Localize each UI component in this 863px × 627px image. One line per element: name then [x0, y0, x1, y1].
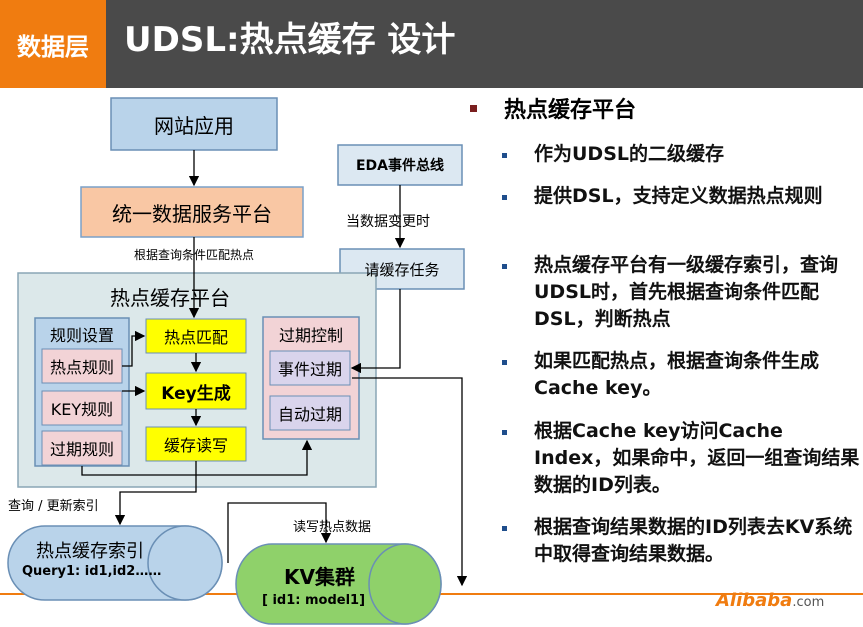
eda-bus-box — [337, 144, 463, 186]
expire-control-label: 过期控制 — [278, 326, 343, 345]
hot-match-label: 热点匹配 — [163, 328, 228, 347]
bullet-item-text: 根据Cache key访问Cache Index，如果命中，返回一组查询结果数据… — [534, 420, 860, 496]
kv-cylinder-cap — [368, 543, 442, 625]
hot-cache-index-label: 热点缓存索引 — [36, 541, 144, 562]
event-expire-box — [269, 350, 351, 386]
bullet-item-text: 作为UDSL的二级缓存 — [534, 143, 724, 165]
web-app-label: 网站应用 — [154, 113, 234, 138]
rule-settings-label: 规则设置 — [49, 326, 114, 345]
bullet-square-icon — [502, 430, 507, 435]
alibaba-logo: Alibaba.com — [716, 590, 824, 611]
unified-platform-label: 统一数据服务平台 — [112, 201, 272, 226]
eda-bus-label: EDA事件总线 — [355, 158, 445, 174]
bullet-square-icon — [502, 195, 507, 200]
bullet-square-icon — [502, 264, 507, 269]
data-change-note: 当数据变更时 — [346, 214, 430, 230]
slide-title: UDSL:热点缓存 设计 — [124, 20, 456, 60]
arrow-rw-to-index — [114, 461, 197, 526]
bullet-item: 根据查询结果数据的ID列表去KV系统中取得查询结果数据。 — [502, 514, 860, 568]
auto-expire-box — [269, 395, 351, 431]
index-example-label: Query1: id1,id2…… — [22, 564, 162, 579]
bullet-item: 作为UDSL的二级缓存 — [502, 141, 860, 168]
key-gen-label: Key生成 — [161, 383, 231, 404]
kv-cluster-label: KV集群 — [284, 565, 355, 589]
auto-expire-label: 自动过期 — [277, 405, 342, 424]
bullet-square-icon — [502, 526, 507, 531]
hot-cache-platform-label: 热点缓存平台 — [110, 286, 230, 310]
event-expire-label: 事件过期 — [277, 360, 342, 379]
expire-rule-label: 过期规则 — [49, 440, 114, 459]
key-rule-label: KEY规则 — [50, 400, 114, 419]
cache-task-label: 请缓存任务 — [364, 260, 440, 279]
arrow-expirerule-to-control — [81, 439, 313, 476]
bullet-item: 如果匹配热点，根据查询条件生成Cache key。 — [502, 348, 860, 402]
main-bullet-text: 热点缓存平台 — [504, 98, 637, 123]
expire-rule-box — [41, 430, 123, 466]
bullet-item: 热点缓存平台有一级缓存索引，查询UDSL时，首先根据查询条件匹配DSL，判断热点 — [502, 252, 860, 333]
bullet-item-text: 热点缓存平台有一级缓存索引，查询UDSL时，首先根据查询条件匹配DSL，判断热点 — [534, 254, 839, 330]
section-tag: 数据层 — [0, 0, 106, 88]
web-app-box — [110, 97, 278, 151]
logo-text: Alibaba — [716, 590, 793, 611]
bullet-item-text: 如果匹配热点，根据查询条件生成Cache key。 — [534, 350, 820, 399]
kv-example-label: [ id1: model1] — [262, 593, 366, 608]
match-hotspot-note: 根据查询条件匹配热点 — [134, 248, 255, 262]
hot-rule-box — [41, 348, 123, 384]
query-update-index-note: 查询 / 更新索引 — [8, 499, 99, 514]
bullet-square-icon — [502, 153, 507, 158]
hot-rule-label: 热点规则 — [49, 358, 114, 377]
logo-suffix: .com — [792, 595, 825, 610]
bullet-item: 提供DSL，支持定义数据热点规则 — [502, 183, 860, 210]
arrow-event-to-kv — [352, 377, 468, 587]
bullet-item: 根据Cache key访问Cache Index，如果命中，返回一组查询结果数据… — [502, 418, 860, 499]
bullet-square-icon — [470, 105, 477, 112]
key-gen-box — [145, 372, 247, 410]
bullet-item-text: 根据查询结果数据的ID列表去KV系统中取得查询结果数据。 — [534, 516, 853, 565]
unified-platform-box — [80, 186, 304, 238]
header-bar — [106, 0, 863, 88]
rw-hot-data-note: 读写热点数据 — [293, 520, 372, 535]
cache-rw-label: 缓存读写 — [163, 436, 228, 455]
arrow-hotrule-to-match — [122, 330, 146, 367]
key-rule-box — [41, 390, 123, 426]
arrow-index-to-kv — [227, 502, 332, 563]
arrow-task-to-event — [350, 289, 401, 374]
bullet-item-text: 提供DSL，支持定义数据热点规则 — [534, 185, 823, 207]
index-cylinder-cap — [147, 525, 223, 601]
bullet-square-icon — [502, 360, 507, 365]
